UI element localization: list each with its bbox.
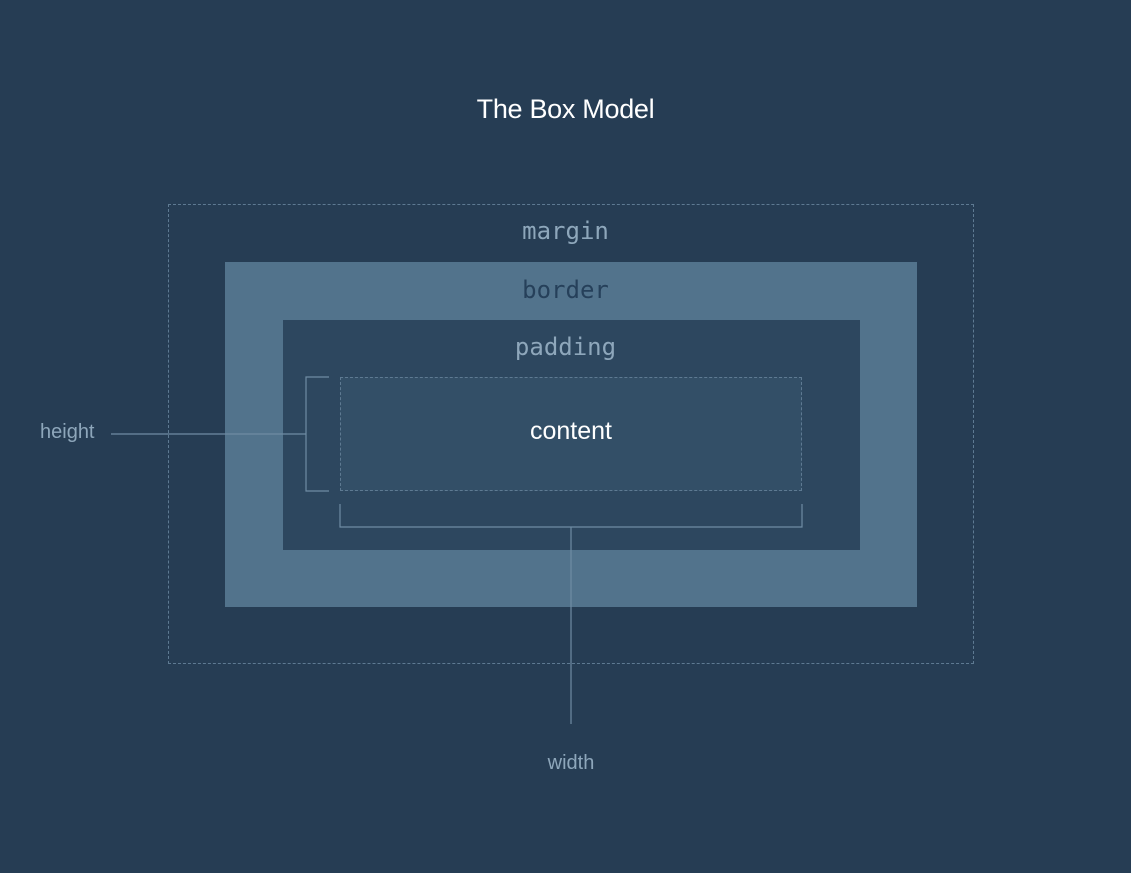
diagram-title: The Box Model	[476, 94, 655, 124]
margin-label: margin	[522, 217, 609, 245]
width-bracket	[339, 504, 803, 528]
height-bracket	[305, 376, 329, 492]
content-area	[340, 377, 802, 491]
width-label: width	[547, 752, 595, 774]
content-label: content	[529, 417, 612, 445]
height-label: height	[40, 421, 95, 443]
border-label: border	[522, 276, 609, 304]
padding-label: padding	[514, 333, 617, 361]
